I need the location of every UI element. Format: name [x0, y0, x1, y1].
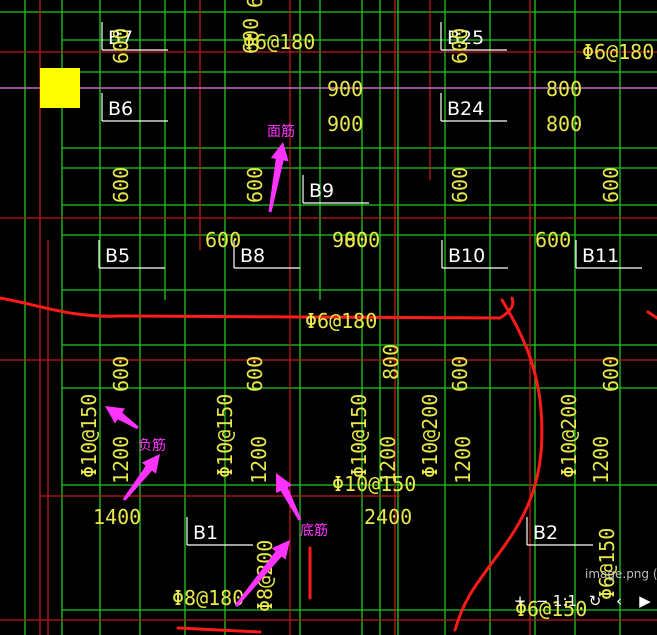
dimension-text-d-900-b: 900 [327, 112, 363, 136]
slab-label-b24: B24 [440, 93, 507, 122]
dimension-text-d-600-j: 600 [535, 228, 571, 252]
slab-label-b11: B11 [575, 240, 642, 269]
dimension-text-d-900-c: 900 [332, 228, 368, 252]
slab-label-text: B11 [582, 245, 619, 267]
slab-label-b7: B7 [101, 22, 168, 51]
dimension-text-r-phi10-200-a: Φ10@200 [418, 394, 442, 478]
dimension-text-r-phi10-150-a: Φ10@150 [77, 394, 101, 478]
dimension-text-r-phi10-150-d: Φ10@150 [332, 472, 416, 496]
rotate-icon[interactable]: ↻ [589, 592, 602, 610]
dimension-text-d-2400: 2400 [364, 505, 412, 529]
dimension-text-d-1200-e: 1200 [589, 436, 613, 484]
dimension-text-r-phi10-150-c: Φ10@150 [347, 394, 371, 478]
dimension-text-d-600-d: 600 [205, 228, 241, 252]
dimension-text-r-phi10-200-b: Φ10@200 [557, 394, 581, 478]
annotation-arrow [122, 454, 160, 501]
dimension-text-d-1200-a: 1200 [109, 436, 133, 484]
slab-label-b10: B10 [441, 240, 508, 269]
dimension-text-d-600-h: 600 [448, 167, 472, 203]
viewer-filename: image.png (1 [585, 567, 657, 581]
slab-label-text: B25 [447, 27, 484, 49]
next-image-icon[interactable]: ▶ [639, 592, 651, 610]
annotation-label-top-bar: 面筋 [267, 123, 295, 140]
slab-label-text: B10 [448, 245, 485, 267]
slab-label-text: B6 [108, 98, 133, 120]
annotation-label-bottom-bar: 底筋 [300, 522, 328, 539]
dimension-text-d-800-d: 800 [344, 228, 380, 252]
slab-label-b5: B5 [98, 240, 165, 269]
annotation-arrow [234, 540, 290, 607]
freehand-red-marks [0, 296, 657, 634]
actual-size-button[interactable]: 1:1 [553, 592, 577, 610]
dimension-text-r-phi6-180-a: Φ6@180 [243, 30, 315, 54]
annotation-arrow [276, 473, 302, 521]
slab-label-b2: B2 [526, 517, 593, 546]
slab-label-text: B5 [105, 245, 130, 267]
dimension-text-d-600-l: 600 [599, 356, 623, 392]
dimension-text-r-phi6-150-b: Φ6@150 [595, 528, 619, 600]
dimension-text-d-900-a: 900 [327, 77, 363, 101]
slab-label-text: B24 [447, 98, 484, 120]
dimension-text-d-600-c: 600 [109, 356, 133, 392]
dimension-text-d-600-g: 600 [448, 28, 472, 64]
annotation-arrow [268, 142, 289, 213]
slab-label-text: B1 [193, 522, 218, 544]
dimension-text-r-phi6-180-b: Φ6@180 [582, 40, 654, 64]
slab-label-b9: B9 [302, 175, 369, 204]
slab-label-text: B2 [533, 522, 558, 544]
dimension-text-r-phi8-200: Φ8@200 [253, 540, 277, 612]
dimension-text-d-1200-c: 1200 [376, 436, 400, 484]
prev-image-icon[interactable]: ‹ [616, 592, 622, 610]
annotation-arrow [105, 406, 139, 430]
dimension-text-d-600-b: 600 [109, 167, 133, 203]
slab-label-b6: B6 [101, 93, 168, 122]
yellow-column-block [40, 68, 80, 108]
dimension-text-d-1400: 1400 [93, 505, 141, 529]
dimension-text-d-600-f: 600 [243, 356, 267, 392]
dimension-text-d-800-a: 800 [546, 77, 582, 101]
slab-label-b25: B25 [440, 22, 507, 51]
dimension-text-d-600-e: 600 [243, 167, 267, 203]
zoom-out-button[interactable]: − [536, 592, 549, 610]
dimension-text-d-1200-d: 1200 [451, 436, 475, 484]
dimension-text-d-600-i: 600 [448, 356, 472, 392]
dimension-text-r-phi8-180: Φ8@180 [172, 586, 244, 610]
dimension-text-d-800-c: 800 [379, 344, 403, 380]
slab-label-b8: B8 [233, 240, 300, 269]
dimension-text-d-800-b: 800 [546, 112, 582, 136]
dimension-text-r-phi6-150-a: Φ6@150 [515, 597, 587, 621]
zoom-in-button[interactable]: + [514, 592, 527, 610]
dimension-text-d-600-a: 600 [109, 28, 133, 64]
dimension-text-d-600-m: 600 [239, 18, 263, 54]
dimension-text-d-600-k: 600 [599, 167, 623, 203]
dimension-text-d-600-n: 600 [243, 0, 267, 8]
annotation-arrows [105, 142, 302, 607]
slab-label-text: B7 [108, 27, 133, 49]
dimension-text-r-phi10-150-b: Φ10@150 [213, 394, 237, 478]
annotation-label-negative-bar: 负筋 [138, 437, 166, 454]
slab-label-text: B8 [240, 245, 265, 267]
slab-label-text: B9 [309, 180, 334, 202]
dimension-text-r-phi6-180-c: Φ6@180 [305, 309, 377, 333]
dimension-text-d-1200-b: 1200 [247, 436, 271, 484]
slab-label-b1: B1 [186, 517, 253, 546]
